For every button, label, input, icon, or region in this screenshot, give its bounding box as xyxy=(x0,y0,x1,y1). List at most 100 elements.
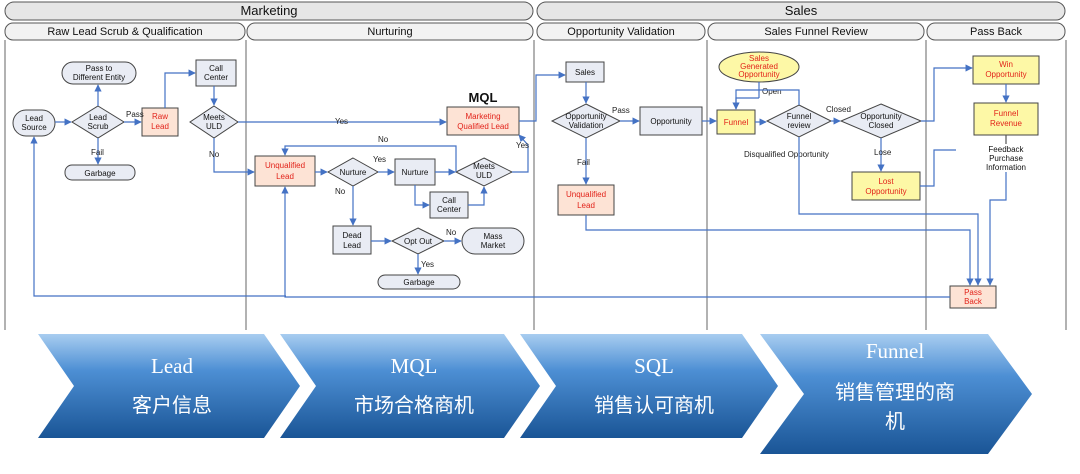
svg-text:Garbage: Garbage xyxy=(84,169,116,178)
svg-text:Sales: Sales xyxy=(575,68,595,77)
svg-text:Opt Out: Opt Out xyxy=(404,237,433,246)
svg-text:Win: Win xyxy=(999,60,1013,69)
svg-text:Sales: Sales xyxy=(749,54,769,63)
section-marketing-label: Marketing xyxy=(240,3,297,18)
nurture-node xyxy=(394,158,436,186)
svg-text:Yes: Yes xyxy=(373,155,386,164)
svg-text:Yes: Yes xyxy=(516,141,529,150)
column-nurturing-label: Nurturing xyxy=(367,26,412,38)
column-pass-back xyxy=(926,22,1066,41)
svg-text:Pass: Pass xyxy=(126,110,144,119)
svg-text:Revenue: Revenue xyxy=(990,119,1023,128)
svg-text:Opportunity: Opportunity xyxy=(985,70,1026,79)
svg-text:Nurture: Nurture xyxy=(340,168,367,177)
svg-text:Pass: Pass xyxy=(612,106,630,115)
svg-text:Garbage: Garbage xyxy=(403,278,435,287)
column-pass-back-label: Pass Back xyxy=(970,26,1022,38)
stage-mql-title: MQL xyxy=(391,354,438,378)
svg-text:Pass to: Pass to xyxy=(86,64,113,73)
svg-text:No: No xyxy=(335,187,346,196)
svg-text:Funnel: Funnel xyxy=(787,112,812,121)
svg-text:Meets: Meets xyxy=(473,162,495,171)
stage-chevron-lead: Lead 客户信息 xyxy=(38,334,300,438)
unqualified-lead-1-node xyxy=(254,155,316,187)
meets-uld-2-decision xyxy=(454,157,514,187)
svg-text:Marketing: Marketing xyxy=(465,112,500,121)
svg-text:Lead: Lead xyxy=(577,201,595,210)
svg-text:Dead: Dead xyxy=(342,231,361,240)
call-center-1-node xyxy=(195,59,237,87)
svg-text:Lead: Lead xyxy=(343,241,361,250)
raw-lead-node xyxy=(141,107,179,137)
stage-chevron-mql: MQL 市场合格商机 xyxy=(280,334,540,438)
section-sales xyxy=(536,1,1066,21)
svg-text:Lead: Lead xyxy=(89,113,107,122)
svg-text:Generated: Generated xyxy=(740,62,778,71)
svg-text:Nurture: Nurture xyxy=(402,168,429,177)
svg-text:Yes: Yes xyxy=(421,260,434,269)
section-marketing xyxy=(4,1,534,21)
svg-text:No: No xyxy=(446,228,457,237)
stage-chevron-sql: SQL 销售认可商机 xyxy=(520,334,778,438)
svg-text:Call: Call xyxy=(442,196,456,205)
svg-text:Opportunity: Opportunity xyxy=(865,187,906,196)
svg-text:Qualified Lead: Qualified Lead xyxy=(457,122,509,131)
mql-heading: MQL xyxy=(469,90,498,105)
svg-text:Closed: Closed xyxy=(826,105,851,114)
svg-text:Market: Market xyxy=(481,241,506,250)
lead-source-node xyxy=(12,109,56,137)
column-opp-validation xyxy=(536,22,706,41)
sales-node xyxy=(565,61,605,83)
svg-text:Opportunity: Opportunity xyxy=(860,112,901,121)
svg-text:Back: Back xyxy=(964,297,983,306)
stage-chevron-funnel: Funnel 销售管理的商 机 xyxy=(760,334,1032,454)
column-funnel-review xyxy=(707,22,925,41)
pass-different-entity-node xyxy=(61,61,137,85)
svg-text:Scrub: Scrub xyxy=(88,122,109,131)
svg-text:Disqualified Opportunity: Disqualified Opportunity xyxy=(744,150,829,159)
svg-text:Opportunity: Opportunity xyxy=(565,112,606,121)
svg-text:Information: Information xyxy=(986,163,1026,172)
svg-text:Lead: Lead xyxy=(276,172,294,181)
svg-text:Purchase: Purchase xyxy=(989,154,1023,163)
marketing-qualified-lead-node xyxy=(446,106,520,136)
svg-text:Funnel: Funnel xyxy=(994,109,1019,118)
svg-text:Meets: Meets xyxy=(203,113,225,122)
feedback-note: Feedback xyxy=(988,145,1024,154)
svg-text:Raw: Raw xyxy=(152,112,168,121)
svg-text:Unqualified: Unqualified xyxy=(265,161,305,170)
svg-text:Call: Call xyxy=(209,64,223,73)
column-raw-lead xyxy=(4,22,246,41)
svg-text:Fail: Fail xyxy=(91,148,104,157)
funnel-revenue-node xyxy=(973,102,1039,136)
stage-sql-subtitle: 销售认可商机 xyxy=(594,393,714,417)
column-nurturing xyxy=(246,22,534,41)
svg-text:review: review xyxy=(787,121,810,130)
column-funnel-review-label: Sales Funnel Review xyxy=(764,26,867,38)
win-opportunity-node xyxy=(972,55,1040,85)
svg-text:Fail: Fail xyxy=(577,158,590,167)
svg-text:Pass: Pass xyxy=(964,288,982,297)
column-raw-lead-label: Raw Lead Scrub & Qualification xyxy=(47,26,202,38)
stage-lead-title: Lead xyxy=(151,354,193,378)
svg-text:ULD: ULD xyxy=(476,171,492,180)
stage-funnel-subtitle-line1: 销售管理的商 xyxy=(835,380,955,404)
svg-text:Funnel: Funnel xyxy=(724,118,749,127)
column-opp-validation-label: Opportunity Validation xyxy=(567,26,674,38)
svg-text:Closed: Closed xyxy=(869,121,894,130)
svg-text:Lead: Lead xyxy=(151,122,169,131)
lost-opportunity-node xyxy=(851,171,921,201)
opportunity-node xyxy=(639,106,703,136)
garbage-1-node xyxy=(64,164,136,181)
dead-lead-node xyxy=(332,225,372,255)
stage-funnel-title: Funnel xyxy=(866,339,925,363)
svg-text:Lost: Lost xyxy=(878,177,894,186)
svg-text:No: No xyxy=(378,135,389,144)
svg-text:Center: Center xyxy=(204,73,228,82)
svg-text:Source: Source xyxy=(21,123,47,132)
svg-text:Center: Center xyxy=(437,205,461,214)
svg-text:Lose: Lose xyxy=(874,148,892,157)
stage-mql-subtitle: 市场合格商机 xyxy=(354,393,474,417)
svg-text:Opportunity: Opportunity xyxy=(738,70,779,79)
svg-text:Opportunity: Opportunity xyxy=(650,117,691,126)
